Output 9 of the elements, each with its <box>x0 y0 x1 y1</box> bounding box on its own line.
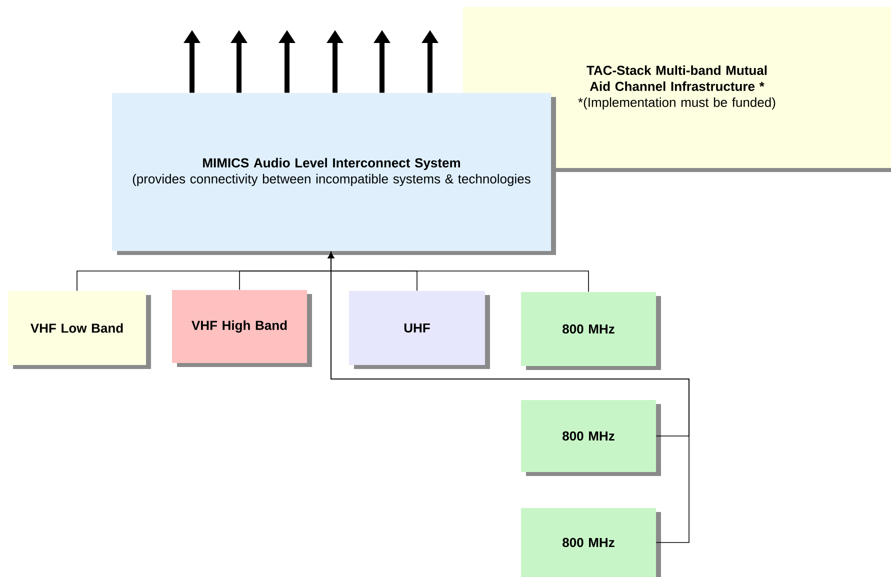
band-box: VHF High Band <box>172 290 312 367</box>
band-box: VHF Low Band <box>8 291 151 369</box>
band-box: 800 MHz <box>521 400 661 476</box>
band-box: 800 MHz <box>521 508 661 577</box>
band-box: UHF <box>349 291 490 369</box>
arrow <box>328 252 690 543</box>
system-box: MIMICS Audio Level Interconnect System (provides connectivity between incompatible systems & technologies <box>112 92 556 255</box>
note-box: TAC-Stack Multi-band Mutual Aid Channel Infrastructure * *(Implementation must be funded) <box>463 6 891 172</box>
band-box: 800 MHz <box>521 292 661 370</box>
